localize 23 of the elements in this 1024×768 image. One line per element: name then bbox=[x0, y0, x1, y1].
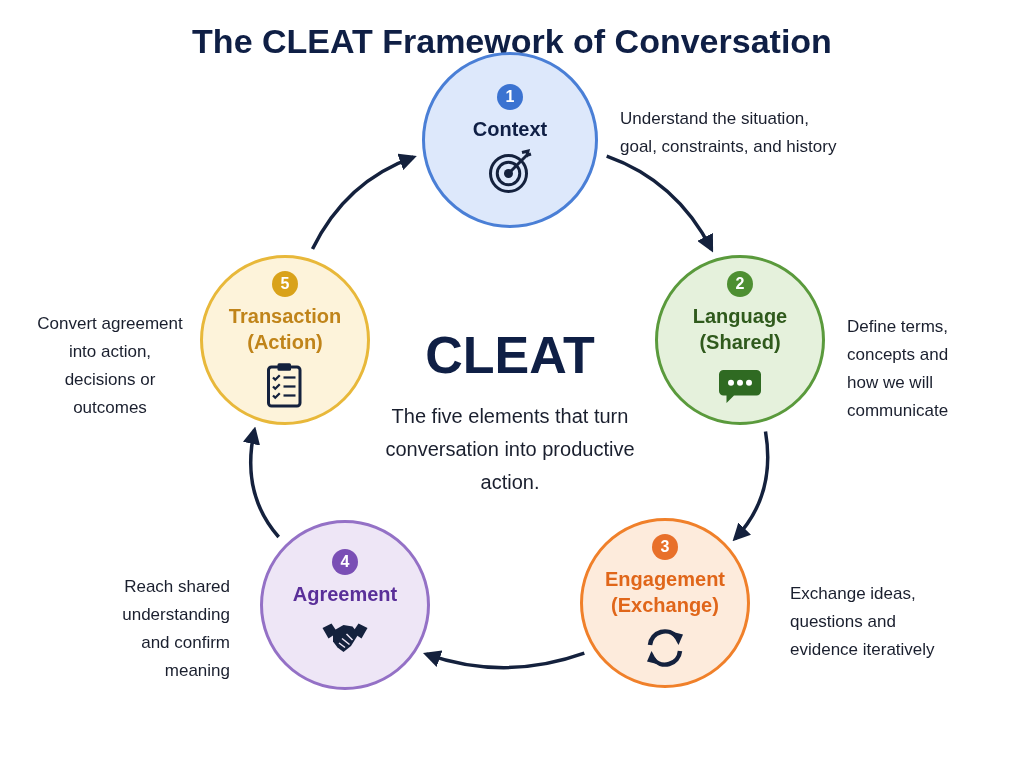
arrow bbox=[310, 154, 417, 250]
step-title: Language (Shared) bbox=[691, 304, 789, 355]
description-text: Define terms, concepts and how we will communicate bbox=[847, 316, 950, 422]
diagram-title: The CLEAT Framework of Conversation bbox=[191, 22, 833, 61]
center-subtitle: The five elements that turn conversation into productive action. bbox=[385, 404, 635, 495]
description-text: Convert agreement into action, decisions or outcomes bbox=[36, 313, 184, 419]
arrow bbox=[243, 426, 281, 539]
center-heading: CLEAT bbox=[424, 325, 596, 385]
step-number-badge: 5 bbox=[272, 271, 298, 297]
step-title: Context bbox=[472, 117, 548, 142]
step-number-badge: 1 bbox=[497, 84, 523, 110]
arrow bbox=[606, 154, 714, 253]
description-text: Reach shared understanding and confirm meaning bbox=[121, 576, 230, 682]
step-number-badge: 3 bbox=[652, 534, 678, 560]
arrow bbox=[732, 431, 770, 542]
description-text: Understand the situation, goal, constraints, and history bbox=[620, 108, 838, 158]
step-title: Engagement (Exchange) bbox=[604, 567, 726, 618]
step-title: Transaction (Action) bbox=[227, 304, 343, 355]
step-number-badge: 4 bbox=[332, 549, 358, 575]
step-title: Agreement bbox=[292, 582, 398, 607]
description-text: Exchange ideas, questions and evidence iteratively bbox=[790, 583, 936, 661]
arrow bbox=[422, 650, 585, 670]
step-number-badge: 2 bbox=[727, 271, 753, 297]
